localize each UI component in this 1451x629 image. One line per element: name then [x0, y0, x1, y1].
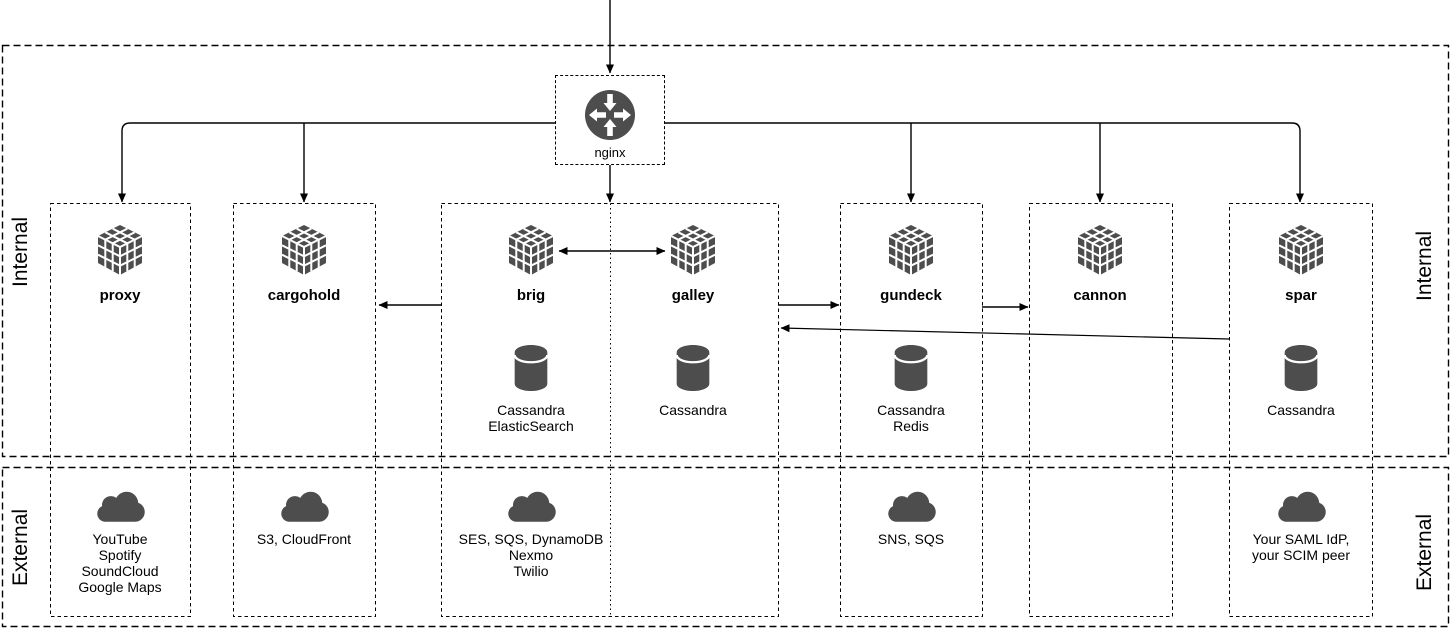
service-node-galley: galley — [623, 224, 763, 304]
datastore-node-galley: Cassandra — [618, 344, 768, 418]
datastore-node-brig: Cassandra ElasticSearch — [456, 344, 606, 434]
external-label: S3, CloudFront — [256, 531, 352, 547]
column-brig-galley — [441, 203, 779, 617]
service-node-brig: brig — [461, 224, 601, 304]
datastore-node-spar: Cassandra — [1226, 344, 1376, 418]
service-label: brig — [516, 287, 546, 304]
module-cube-icon — [669, 224, 717, 277]
cloud-icon — [276, 486, 332, 524]
nginx-node: nginx — [555, 75, 665, 165]
external-node-cargohold: S3, CloudFront — [214, 486, 394, 547]
service-node-gundeck: gundeck — [841, 224, 981, 304]
module-cube-icon — [1277, 224, 1325, 277]
column-cargohold — [233, 203, 376, 617]
nginx-label: nginx — [594, 145, 626, 160]
cloud-icon — [883, 486, 939, 524]
datastore-label: Cassandra Redis — [877, 402, 945, 434]
service-label: spar — [1285, 287, 1317, 304]
datastore-label: Cassandra — [1267, 402, 1335, 418]
database-cylinder-icon — [891, 344, 931, 392]
datastore-label: Cassandra — [659, 402, 727, 418]
column-gundeck — [840, 203, 983, 617]
cloud-icon — [92, 486, 148, 524]
external-label: SES, SQS, DynamoDB Nexmo Twilio — [458, 531, 604, 579]
module-cube-icon — [280, 224, 328, 277]
service-node-cargohold: cargohold — [234, 224, 374, 304]
zone-label-internal-left: Internal — [9, 216, 32, 288]
module-cube-icon — [887, 224, 935, 277]
service-label: cargohold — [267, 287, 341, 304]
service-node-proxy: proxy — [50, 224, 190, 304]
zone-label-internal-right: Internal — [1413, 230, 1436, 302]
external-node-spar: Your SAML IdP, your SCIM peer — [1211, 486, 1391, 563]
zone-internal-border — [1, 44, 1450, 458]
database-cylinder-icon — [1281, 344, 1321, 392]
service-label: proxy — [99, 287, 141, 304]
edge-spar-to-galley — [780, 324, 1230, 340]
module-cube-icon — [1076, 224, 1124, 277]
external-node-gundeck: SNS, SQS — [821, 486, 1001, 547]
datastore-label: Cassandra ElasticSearch — [488, 402, 574, 434]
external-node-brig: SES, SQS, DynamoDB Nexmo Twilio — [441, 486, 621, 579]
service-label: gundeck — [880, 287, 942, 304]
service-label: galley — [671, 287, 715, 304]
edge-nginx-to-spar — [665, 122, 1304, 203]
zone-label-external-right: External — [1413, 513, 1436, 591]
module-cube-icon — [507, 224, 555, 277]
external-label: Your SAML IdP, your SCIM peer — [1251, 531, 1351, 563]
external-label: SNS, SQS — [877, 531, 945, 547]
router-icon — [584, 89, 636, 141]
edge-nginx-to-proxy — [118, 122, 556, 203]
module-cube-icon — [96, 224, 144, 277]
column-proxy — [50, 203, 191, 617]
external-node-proxy: YouTube Spotify SoundCloud Google Maps — [30, 486, 210, 595]
service-label: cannon — [1073, 287, 1127, 304]
service-node-spar: spar — [1231, 224, 1371, 304]
cloud-icon — [503, 486, 559, 524]
external-label: YouTube Spotify SoundCloud Google Maps — [78, 531, 162, 595]
database-cylinder-icon — [673, 344, 713, 392]
zone-external-border — [1, 466, 1450, 628]
database-cylinder-icon — [511, 344, 551, 392]
column-cannon — [1029, 203, 1173, 617]
datastore-node-gundeck: Cassandra Redis — [836, 344, 986, 434]
column-spar — [1229, 203, 1373, 617]
service-node-cannon: cannon — [1030, 224, 1170, 304]
cloud-icon — [1273, 486, 1329, 524]
